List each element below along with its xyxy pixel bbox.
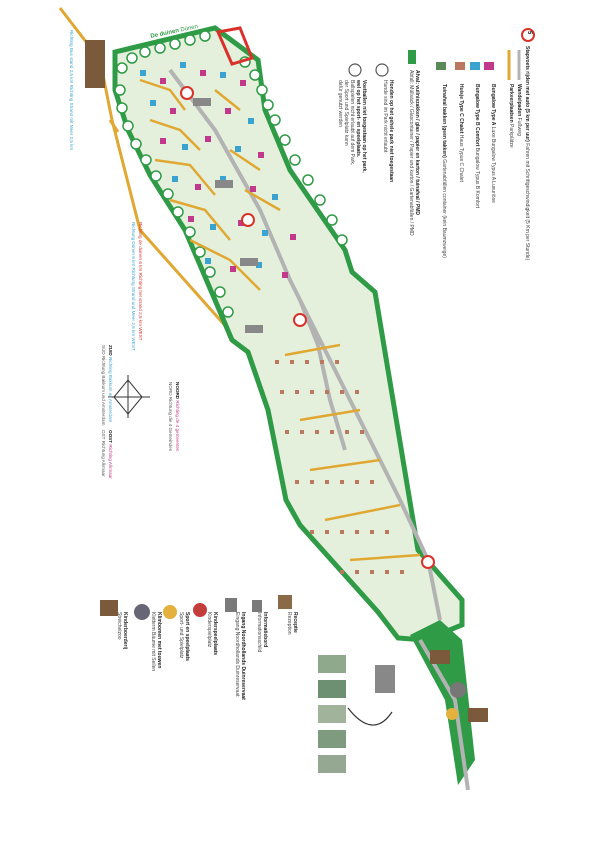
reception-houses (85, 40, 488, 722)
legend-bungalow-a: Bungalow Type A Luxe Bungalow Typus A Lu… (490, 84, 496, 203)
bungalow-markers (140, 62, 296, 278)
compass-south: ZUID Richting Bakkum en Amsterdam (108, 345, 113, 423)
chalet-markers (275, 360, 404, 574)
compass-north: NOORD Richting de 4 gemeenten (175, 382, 180, 452)
compass-east-de: OST Richtung Alkmaar (101, 430, 106, 477)
legend-dogs: Honden op het gehele park niet toegestaa… (382, 80, 394, 183)
photo-thumbnails (318, 655, 393, 773)
compass-south-de: SÜD Richtung Bakkum und Amsterdam (101, 345, 106, 426)
legend-bungalow-b: Bungalow Type B Comfort Bungalow Typus B… (474, 84, 480, 209)
compass-east: OOST Richting Alkmaar (108, 430, 113, 479)
compass-rose (108, 375, 150, 418)
legend-speed: Stapvoets rijden met auto (5 km per uur)… (524, 46, 530, 261)
poi-icons (100, 595, 292, 620)
legend-football: Voetballen niet toegestaan op het park, … (337, 80, 367, 173)
parking-areas (193, 98, 395, 693)
legend-waste-bags: Afval: vuilniszakken / glas / papier en … (408, 70, 420, 236)
dunes-direction-de: Richtung Dünen 6 km Richtung Strand und … (131, 222, 136, 351)
dune-trees (114, 30, 348, 318)
bus-stop-direction: Richting Bus stand 2,5 km Richting Stran… (69, 30, 74, 151)
highlighted-plot (215, 26, 255, 66)
legend-parking: Parkeerplaatsen Parkplätze (508, 84, 514, 148)
walking-paths (139, 78, 421, 562)
speed-limit-signs (180, 28, 535, 569)
park-roads (168, 68, 442, 621)
legend-swatches (348, 50, 521, 80)
legend-speed-sign-number: 5 (526, 31, 532, 35)
legend-garden-waste: Tuinafval bakken (geen takken) Gartenabf… (441, 84, 447, 258)
green-area-south (410, 620, 475, 785)
legend-walk: Wandelpaden Fußweg (516, 84, 522, 136)
dunes-direction: Richting de duinen 6 km Richting het str… (138, 222, 143, 341)
compass-north-de: NORD Richtung die 4 Gemeinden (168, 382, 173, 452)
legend-chalet: Huisje Type C Chalet Haus Typus C Chalet (458, 84, 464, 182)
